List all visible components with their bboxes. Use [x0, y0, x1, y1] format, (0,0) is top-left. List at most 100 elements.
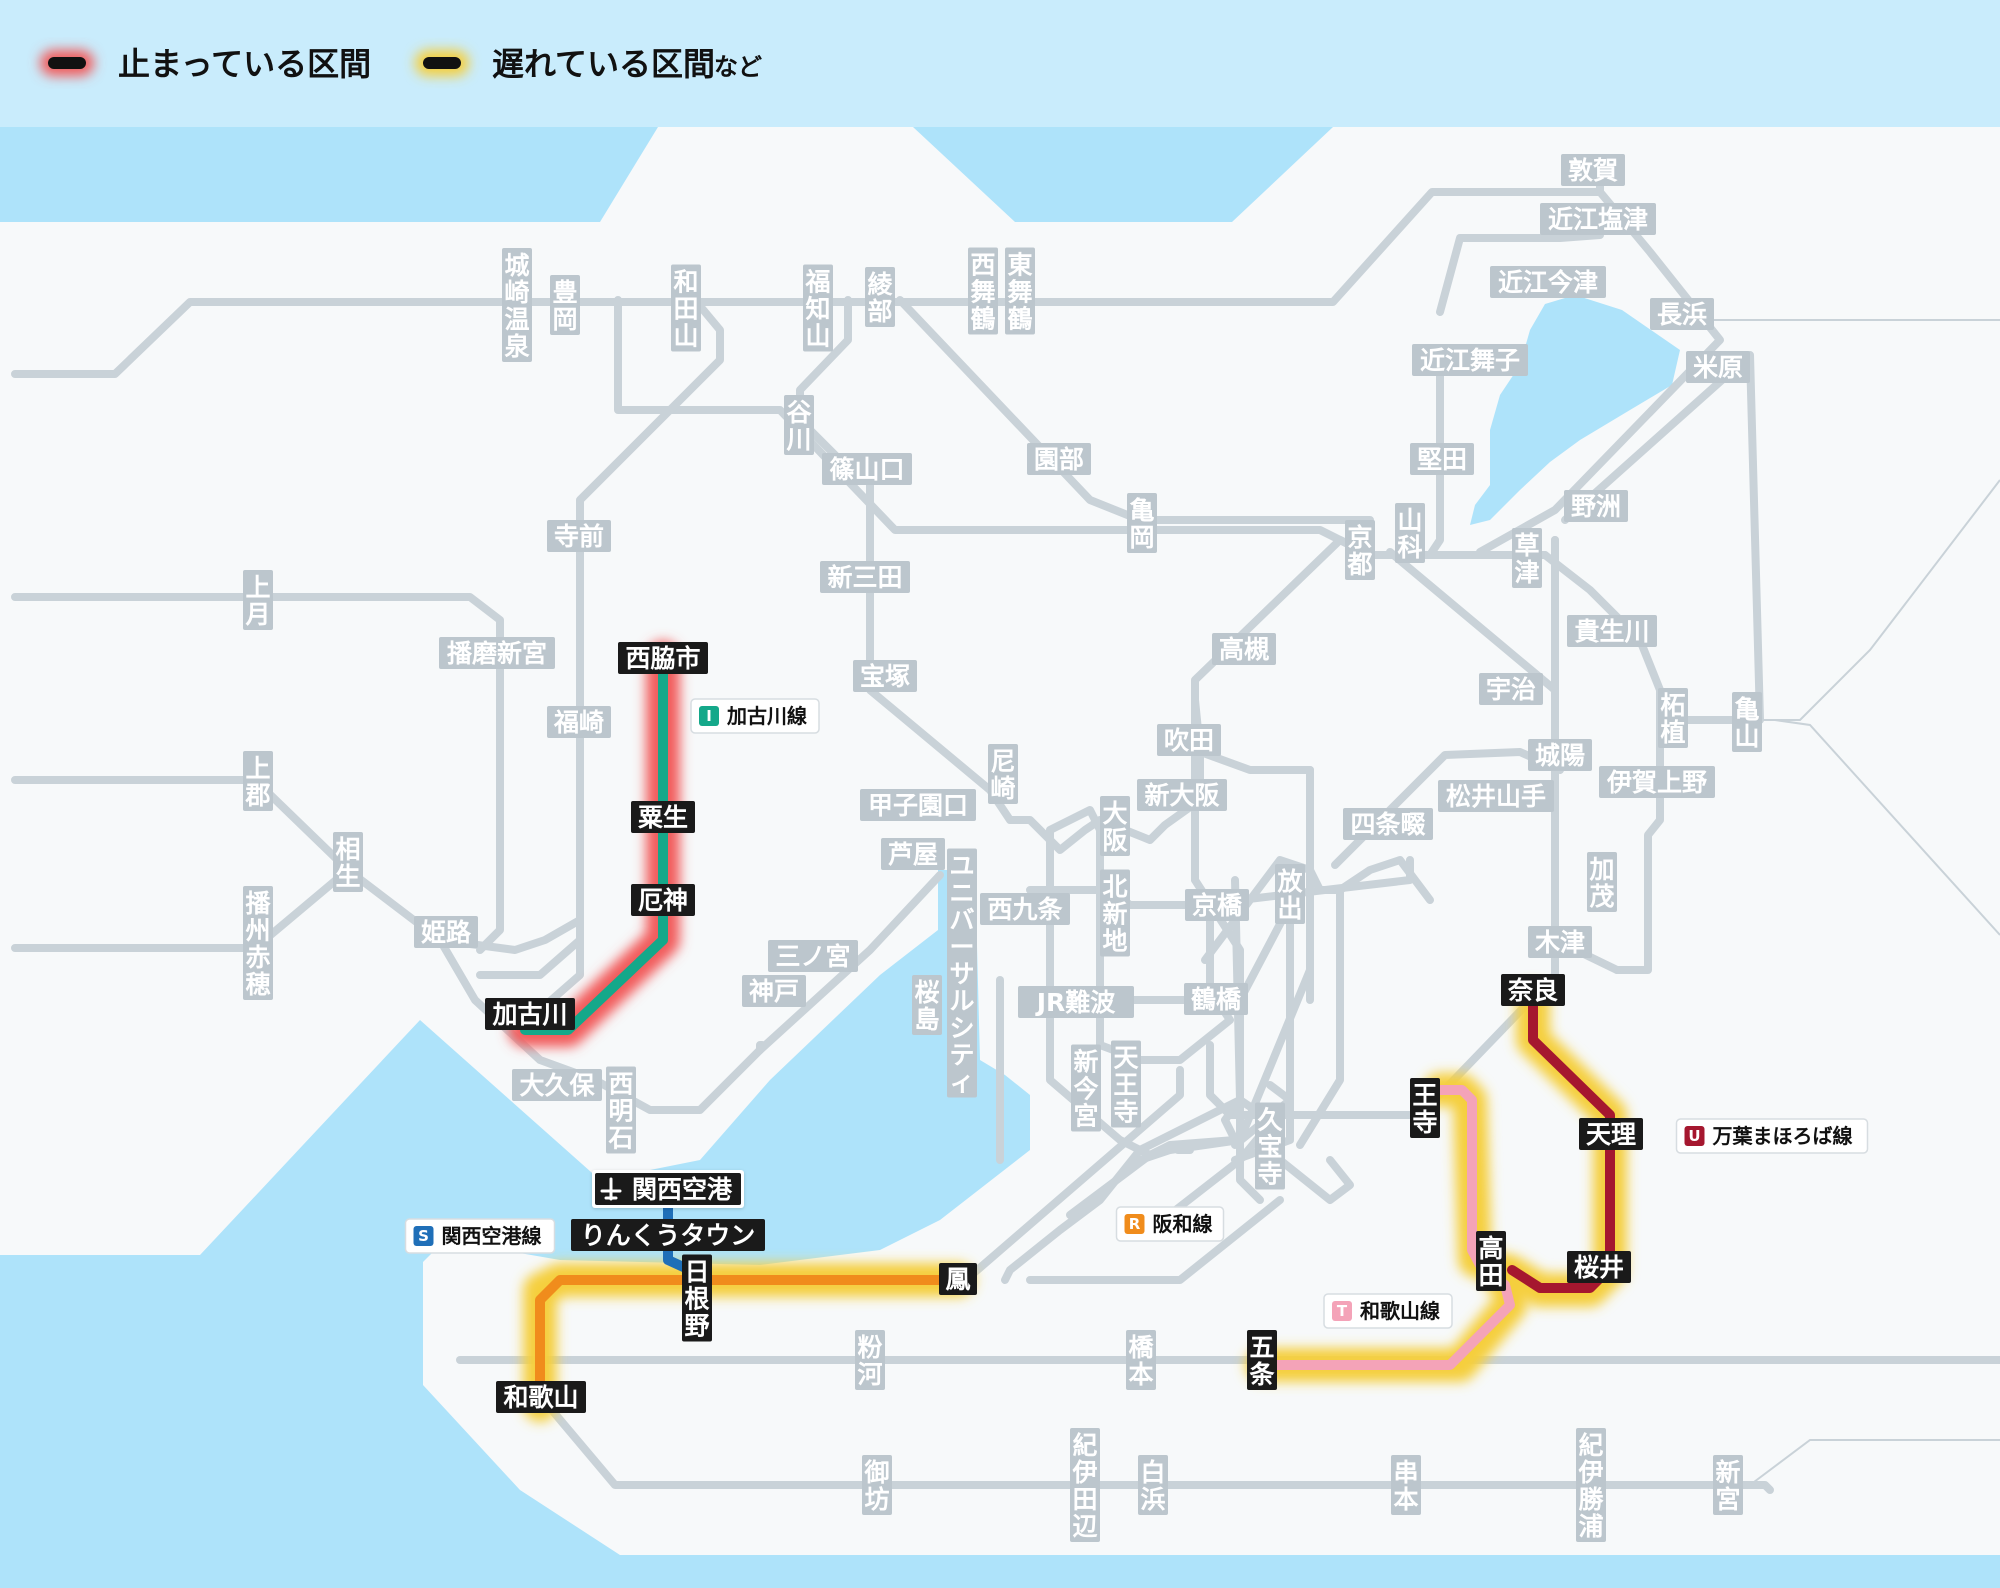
station-京都[interactable]: 京都: [1345, 520, 1375, 580]
station-草津[interactable]: 草津: [1512, 528, 1542, 588]
station-串本[interactable]: 串本: [1391, 1455, 1421, 1515]
station-JR難波[interactable]: JR難波: [1018, 986, 1134, 1018]
station-亀岡[interactable]: 亀岡: [1127, 493, 1157, 553]
station-粉河[interactable]: 粉河: [855, 1330, 885, 1390]
station-芦屋[interactable]: 芦屋: [881, 838, 945, 870]
station-紀伊田辺[interactable]: 紀伊田辺: [1070, 1428, 1100, 1542]
station-新今宮[interactable]: 新今宮: [1071, 1044, 1101, 1132]
station-谷川[interactable]: 谷川: [784, 395, 814, 455]
station-西明石[interactable]: 西明石: [606, 1066, 636, 1154]
station-桜井[interactable]: 桜井: [1567, 1251, 1631, 1283]
station-相生[interactable]: 相生: [333, 832, 363, 892]
station-姫路[interactable]: 姫路: [414, 916, 478, 948]
station-王寺[interactable]: 王寺: [1410, 1078, 1440, 1138]
station-米原[interactable]: 米原: [1686, 351, 1750, 383]
station-大久保[interactable]: 大久保: [512, 1069, 602, 1101]
station-天理[interactable]: 天理: [1579, 1118, 1643, 1150]
station-天王寺[interactable]: 天王寺: [1111, 1040, 1141, 1128]
station-東舞鶴[interactable]: 東舞鶴: [1005, 247, 1035, 335]
station-長浜[interactable]: 長浜: [1650, 298, 1714, 330]
station-播磨新宮[interactable]: 播磨新宮: [439, 637, 555, 669]
station-福知山[interactable]: 福知山: [803, 264, 833, 352]
station-三ノ宮[interactable]: 三ノ宮: [768, 940, 858, 972]
station-桜島[interactable]: 桜島: [912, 975, 942, 1035]
station-京橋[interactable]: 京橋: [1185, 889, 1249, 921]
station-新大阪[interactable]: 新大阪: [1137, 779, 1227, 811]
station-高田[interactable]: 高田: [1476, 1231, 1506, 1291]
station-りんくうタウン[interactable]: りんくうタウン: [571, 1219, 765, 1251]
line-badge-bg: [690, 698, 820, 734]
station-久宝寺[interactable]: 久宝寺: [1255, 1102, 1285, 1190]
station-吹田[interactable]: 吹田: [1157, 724, 1221, 756]
station-敦賀[interactable]: 敦賀: [1561, 154, 1625, 186]
station-篠山口[interactable]: 篠山口: [822, 453, 912, 485]
station-和田山[interactable]: 和田山: [671, 264, 701, 352]
station-白浜[interactable]: 白浜: [1138, 1455, 1168, 1515]
station-ユニバーサルシティ[interactable]: ユニバーサルシティ: [947, 848, 977, 1098]
station-豊岡[interactable]: 豊岡: [550, 275, 580, 335]
station-大阪[interactable]: 大阪: [1100, 796, 1130, 856]
station-name: 天王寺: [1113, 1044, 1138, 1127]
station-name: 豊岡: [552, 278, 577, 334]
station-厄神[interactable]: 厄神: [631, 884, 695, 916]
station-上郡[interactable]: 上郡: [243, 751, 273, 811]
station-宇治[interactable]: 宇治: [1479, 673, 1543, 705]
station-伊賀上野[interactable]: 伊賀上野: [1599, 766, 1715, 798]
station-新宮[interactable]: 新宮: [1713, 1455, 1743, 1515]
station-放出[interactable]: 放出: [1275, 864, 1305, 924]
station-城陽[interactable]: 城陽: [1528, 739, 1592, 771]
station-山科[interactable]: 山科: [1395, 503, 1425, 563]
station-西舞鶴[interactable]: 西舞鶴: [968, 247, 998, 335]
station-亀山[interactable]: 亀山: [1732, 692, 1762, 752]
station-五条[interactable]: 五条: [1247, 1330, 1277, 1390]
station-近江塩津[interactable]: 近江塩津: [1540, 203, 1656, 235]
station-播州赤穂[interactable]: 播州赤穂: [243, 886, 273, 1000]
station-和歌山[interactable]: 和歌山: [496, 1381, 586, 1413]
station-name-char: 谷: [786, 398, 812, 427]
station-label-bg: [1395, 503, 1425, 563]
station-関西空港[interactable]: 関西空港: [592, 1170, 744, 1208]
station-木津[interactable]: 木津: [1528, 926, 1592, 958]
station-近江今津[interactable]: 近江今津: [1490, 266, 1606, 298]
station-鶴橋[interactable]: 鶴橋: [1184, 983, 1248, 1015]
station-松井山手[interactable]: 松井山手: [1438, 780, 1554, 812]
station-鳳[interactable]: 鳳: [939, 1263, 977, 1295]
station-label-bg: [1100, 869, 1130, 957]
station-加茂[interactable]: 加茂: [1587, 852, 1617, 912]
station-奈良[interactable]: 奈良: [1501, 974, 1565, 1006]
station-近江舞子[interactable]: 近江舞子: [1412, 344, 1528, 376]
station-寺前[interactable]: 寺前: [547, 520, 611, 552]
station-橋本[interactable]: 橋本: [1126, 1330, 1156, 1390]
station-甲子園口[interactable]: 甲子園口: [860, 789, 976, 821]
station-堅田[interactable]: 堅田: [1410, 443, 1474, 475]
station-宝塚[interactable]: 宝塚: [853, 660, 917, 692]
station-城崎温泉[interactable]: 城崎温泉: [502, 248, 532, 362]
station-日根野[interactable]: 日根野: [682, 1254, 712, 1342]
station-貴生川[interactable]: 貴生川: [1567, 615, 1657, 647]
station-加古川[interactable]: 加古川: [485, 998, 575, 1030]
station-尼崎[interactable]: 尼崎: [988, 744, 1018, 804]
station-高槻[interactable]: 高槻: [1212, 633, 1276, 665]
station-新三田[interactable]: 新三田: [820, 561, 910, 593]
station-福崎[interactable]: 福崎: [547, 706, 611, 738]
station-北新地[interactable]: 北新地: [1100, 869, 1130, 957]
station-西九条[interactable]: 西九条: [980, 893, 1070, 925]
station-紀伊勝浦[interactable]: 紀伊勝浦: [1576, 1428, 1606, 1542]
station-上月[interactable]: 上月: [243, 570, 273, 630]
station-園部[interactable]: 園部: [1027, 443, 1091, 475]
station-label-bg: [1071, 1044, 1101, 1132]
station-name: 鶴橋: [1191, 985, 1242, 1014]
station-御坊[interactable]: 御坊: [862, 1455, 892, 1515]
station-神戸[interactable]: 神戸: [742, 975, 806, 1007]
station-柘植[interactable]: 柘植: [1658, 688, 1688, 748]
station-粟生[interactable]: 粟生: [631, 801, 695, 833]
station-野洲[interactable]: 野洲: [1564, 490, 1628, 522]
station-四条畷[interactable]: 四条畷: [1343, 808, 1433, 840]
station-西脇市[interactable]: 西脇市: [618, 642, 708, 674]
station-綾部[interactable]: 綾部: [865, 267, 895, 327]
